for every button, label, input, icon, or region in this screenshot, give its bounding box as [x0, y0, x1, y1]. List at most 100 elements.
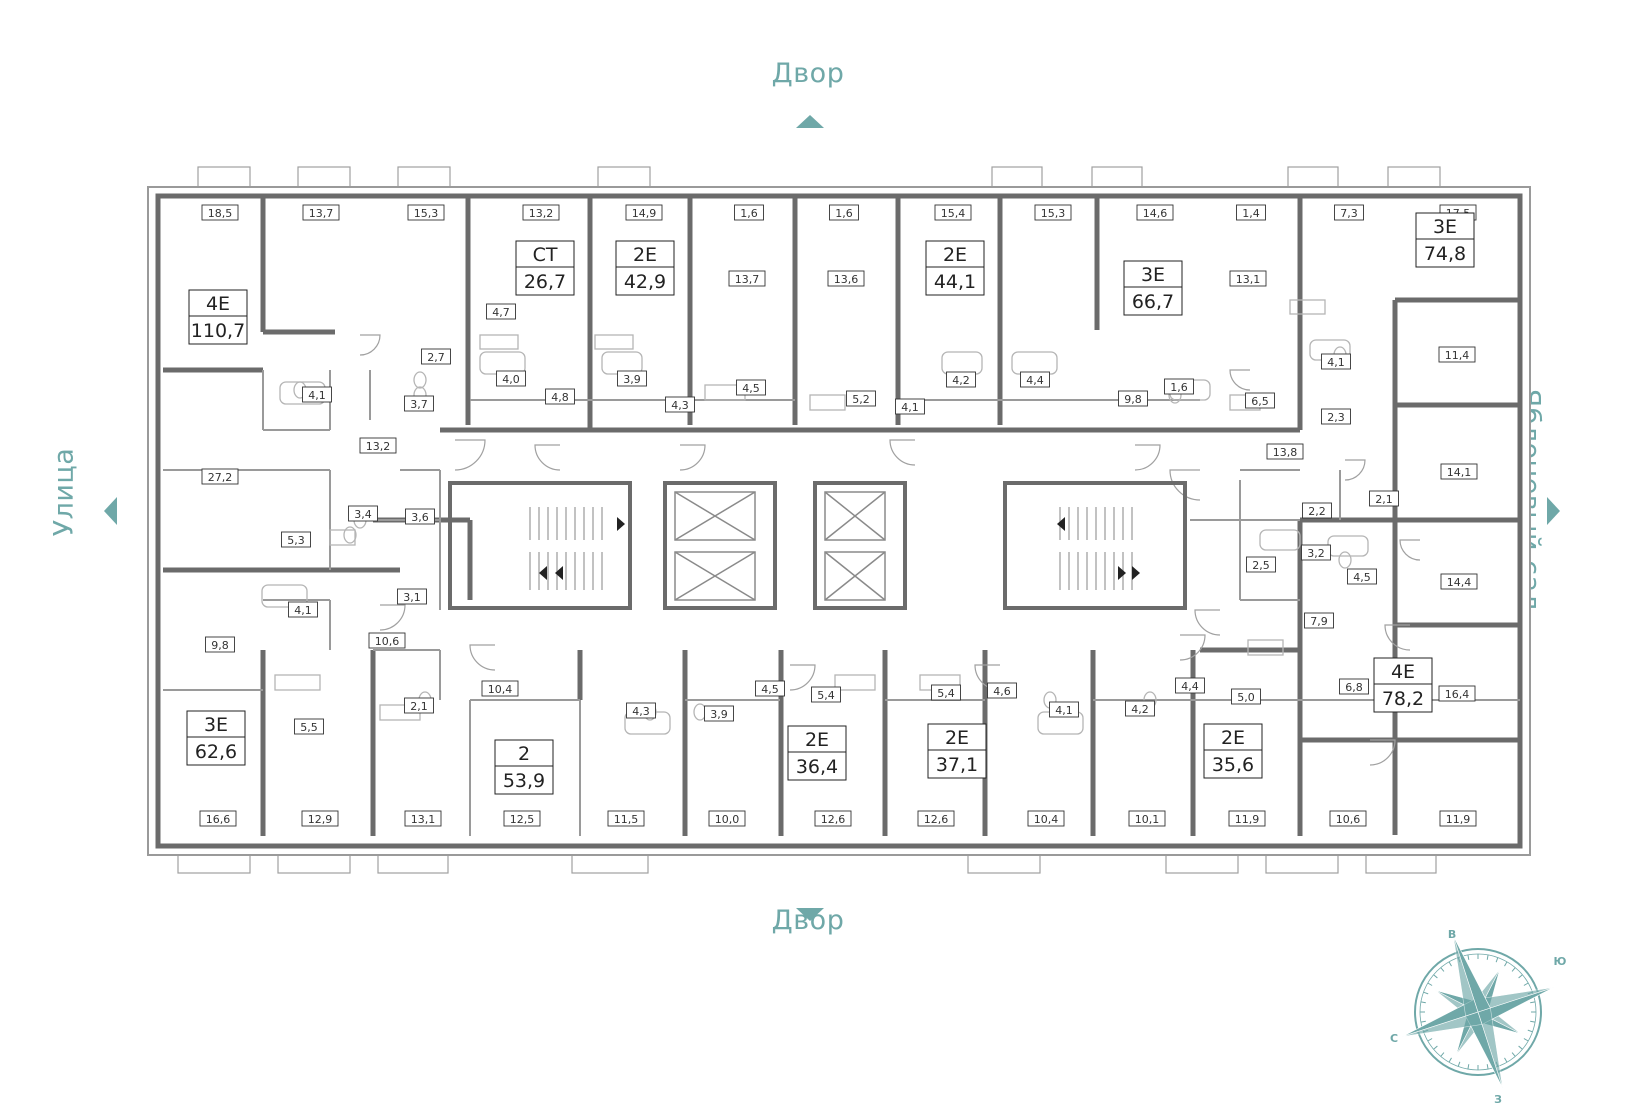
apartment-type-box: [186, 710, 246, 738]
stair-arrow-icon: [1132, 566, 1140, 580]
door: [454, 439, 486, 471]
room-area-badge: 4,7: [486, 303, 516, 320]
room-area-badge: 2,7: [421, 348, 451, 365]
compass-tick: [1523, 982, 1529, 986]
direction-top-label: Двор: [771, 58, 845, 89]
door: [1384, 624, 1411, 651]
room-area-box: [617, 370, 647, 387]
elevator-cross: [674, 491, 756, 541]
bay-window: [991, 166, 1043, 188]
compass-tick: [1527, 1029, 1533, 1033]
bathtub-icon: [1259, 529, 1301, 551]
room-area-badge: 4,3: [626, 702, 656, 719]
room-area-box: [1438, 346, 1476, 363]
room-area-value: 27,2: [208, 471, 233, 484]
room-area-box: [987, 682, 1017, 699]
room-area-box: [1440, 573, 1478, 590]
room-area-box: [301, 810, 339, 827]
room-area-value: 4,8: [551, 391, 569, 404]
compass-tick: [1433, 1045, 1438, 1050]
door: [534, 444, 561, 471]
stairwell-left: [448, 481, 632, 610]
room-area-box: [846, 390, 876, 407]
room-area-box: [205, 636, 235, 653]
room-area-box: [895, 398, 925, 415]
compass-tick: [1448, 961, 1452, 967]
room-area-badge: 11,9: [1228, 810, 1266, 827]
stair-arrow-icon: [539, 566, 547, 580]
elevator-shaft-1: [663, 481, 777, 610]
room-area-badge: 3,9: [704, 705, 734, 722]
room-area-badge: 14,4: [1440, 573, 1478, 590]
room-area-badge: 11,5: [607, 810, 645, 827]
room-area-value: 2,1: [410, 700, 428, 713]
door: [1369, 739, 1396, 766]
room-area-box: [404, 697, 434, 714]
room-area-badge: 7,9: [1304, 612, 1334, 629]
room-area-box: [829, 204, 859, 221]
elevators: [674, 491, 886, 601]
door: [1399, 539, 1421, 561]
room-area-badge: 4,1: [302, 386, 332, 403]
apartment-type: 3Е: [1433, 216, 1457, 238]
room-area-value: 13,1: [1236, 273, 1261, 286]
room-area-badge: 5,4: [811, 686, 841, 703]
apartment-area: 42,9: [624, 271, 666, 293]
room-area-box: [827, 270, 865, 287]
room-area-badge: 15,3: [407, 204, 445, 221]
room-area-value: 14,1: [1447, 466, 1472, 479]
room-area-badge: 2,1: [1369, 490, 1399, 507]
room-area-badge: 3,2: [1301, 544, 1331, 561]
room-area-badge: 3,6: [405, 508, 435, 525]
room-area-value: 4,5: [761, 683, 779, 696]
room-area-value: 4,0: [502, 373, 520, 386]
room-area-value: 14,6: [1143, 207, 1168, 220]
compass-tick: [1427, 982, 1433, 986]
room-area-value: 2,5: [1252, 559, 1270, 572]
apartment-type: СТ: [533, 244, 558, 266]
apartment-area: 62,6: [195, 741, 237, 763]
arrow-left-icon: [104, 497, 117, 525]
elevator-stair-core: [448, 481, 1187, 610]
room-area-value: 5,4: [937, 687, 955, 700]
compass-tick: [1504, 961, 1508, 967]
room-area-value: 4,1: [1055, 704, 1073, 717]
room-area-badge: 6,5: [1245, 392, 1275, 409]
elevator-cab: [674, 491, 756, 541]
room-area-box: [486, 303, 516, 320]
room-area-value: 4,1: [308, 389, 326, 402]
room-area-badge: 27,2: [201, 468, 239, 485]
kitchen-counter: [809, 394, 846, 411]
apartment-label: 253,9: [494, 739, 554, 795]
apartment-area-box: [494, 765, 554, 795]
room-area-badge: 4,5: [1347, 568, 1377, 585]
kitchen-counter: [479, 334, 519, 350]
apartment-type-box: [1373, 657, 1433, 685]
apartment-type: 4Е: [1391, 661, 1415, 683]
bay-window: [1387, 166, 1441, 188]
room-area-badge: 1,6: [734, 204, 764, 221]
room-area-badge: 2,1: [404, 697, 434, 714]
room-area-badge: 2,3: [1321, 408, 1351, 425]
room-area-value: 4,6: [993, 685, 1011, 698]
balconies: [177, 166, 1441, 874]
room-area-badge: 10,0: [708, 810, 746, 827]
apartment-type: 2Е: [945, 727, 969, 749]
compass-tick: [1504, 1057, 1508, 1063]
room-area-badge: 14,6: [1136, 204, 1174, 221]
room-area-value: 18,5: [208, 207, 233, 220]
room-area-badge: 12,5: [503, 810, 541, 827]
bay-window: [1165, 854, 1239, 874]
room-area-value: 13,2: [529, 207, 554, 220]
apartment-type-box: [927, 723, 987, 751]
room-area-badge: 5,5: [294, 718, 324, 735]
room-area-badge: 13,6: [827, 270, 865, 287]
room-area-badge: 5,3: [281, 531, 311, 548]
room-area-badge: 12,9: [301, 810, 339, 827]
elevator-cross: [674, 551, 756, 601]
room-area-value: 3,4: [354, 508, 372, 521]
room-area-value: 1,6: [740, 207, 758, 220]
apartment-type: 4Е: [206, 293, 230, 315]
